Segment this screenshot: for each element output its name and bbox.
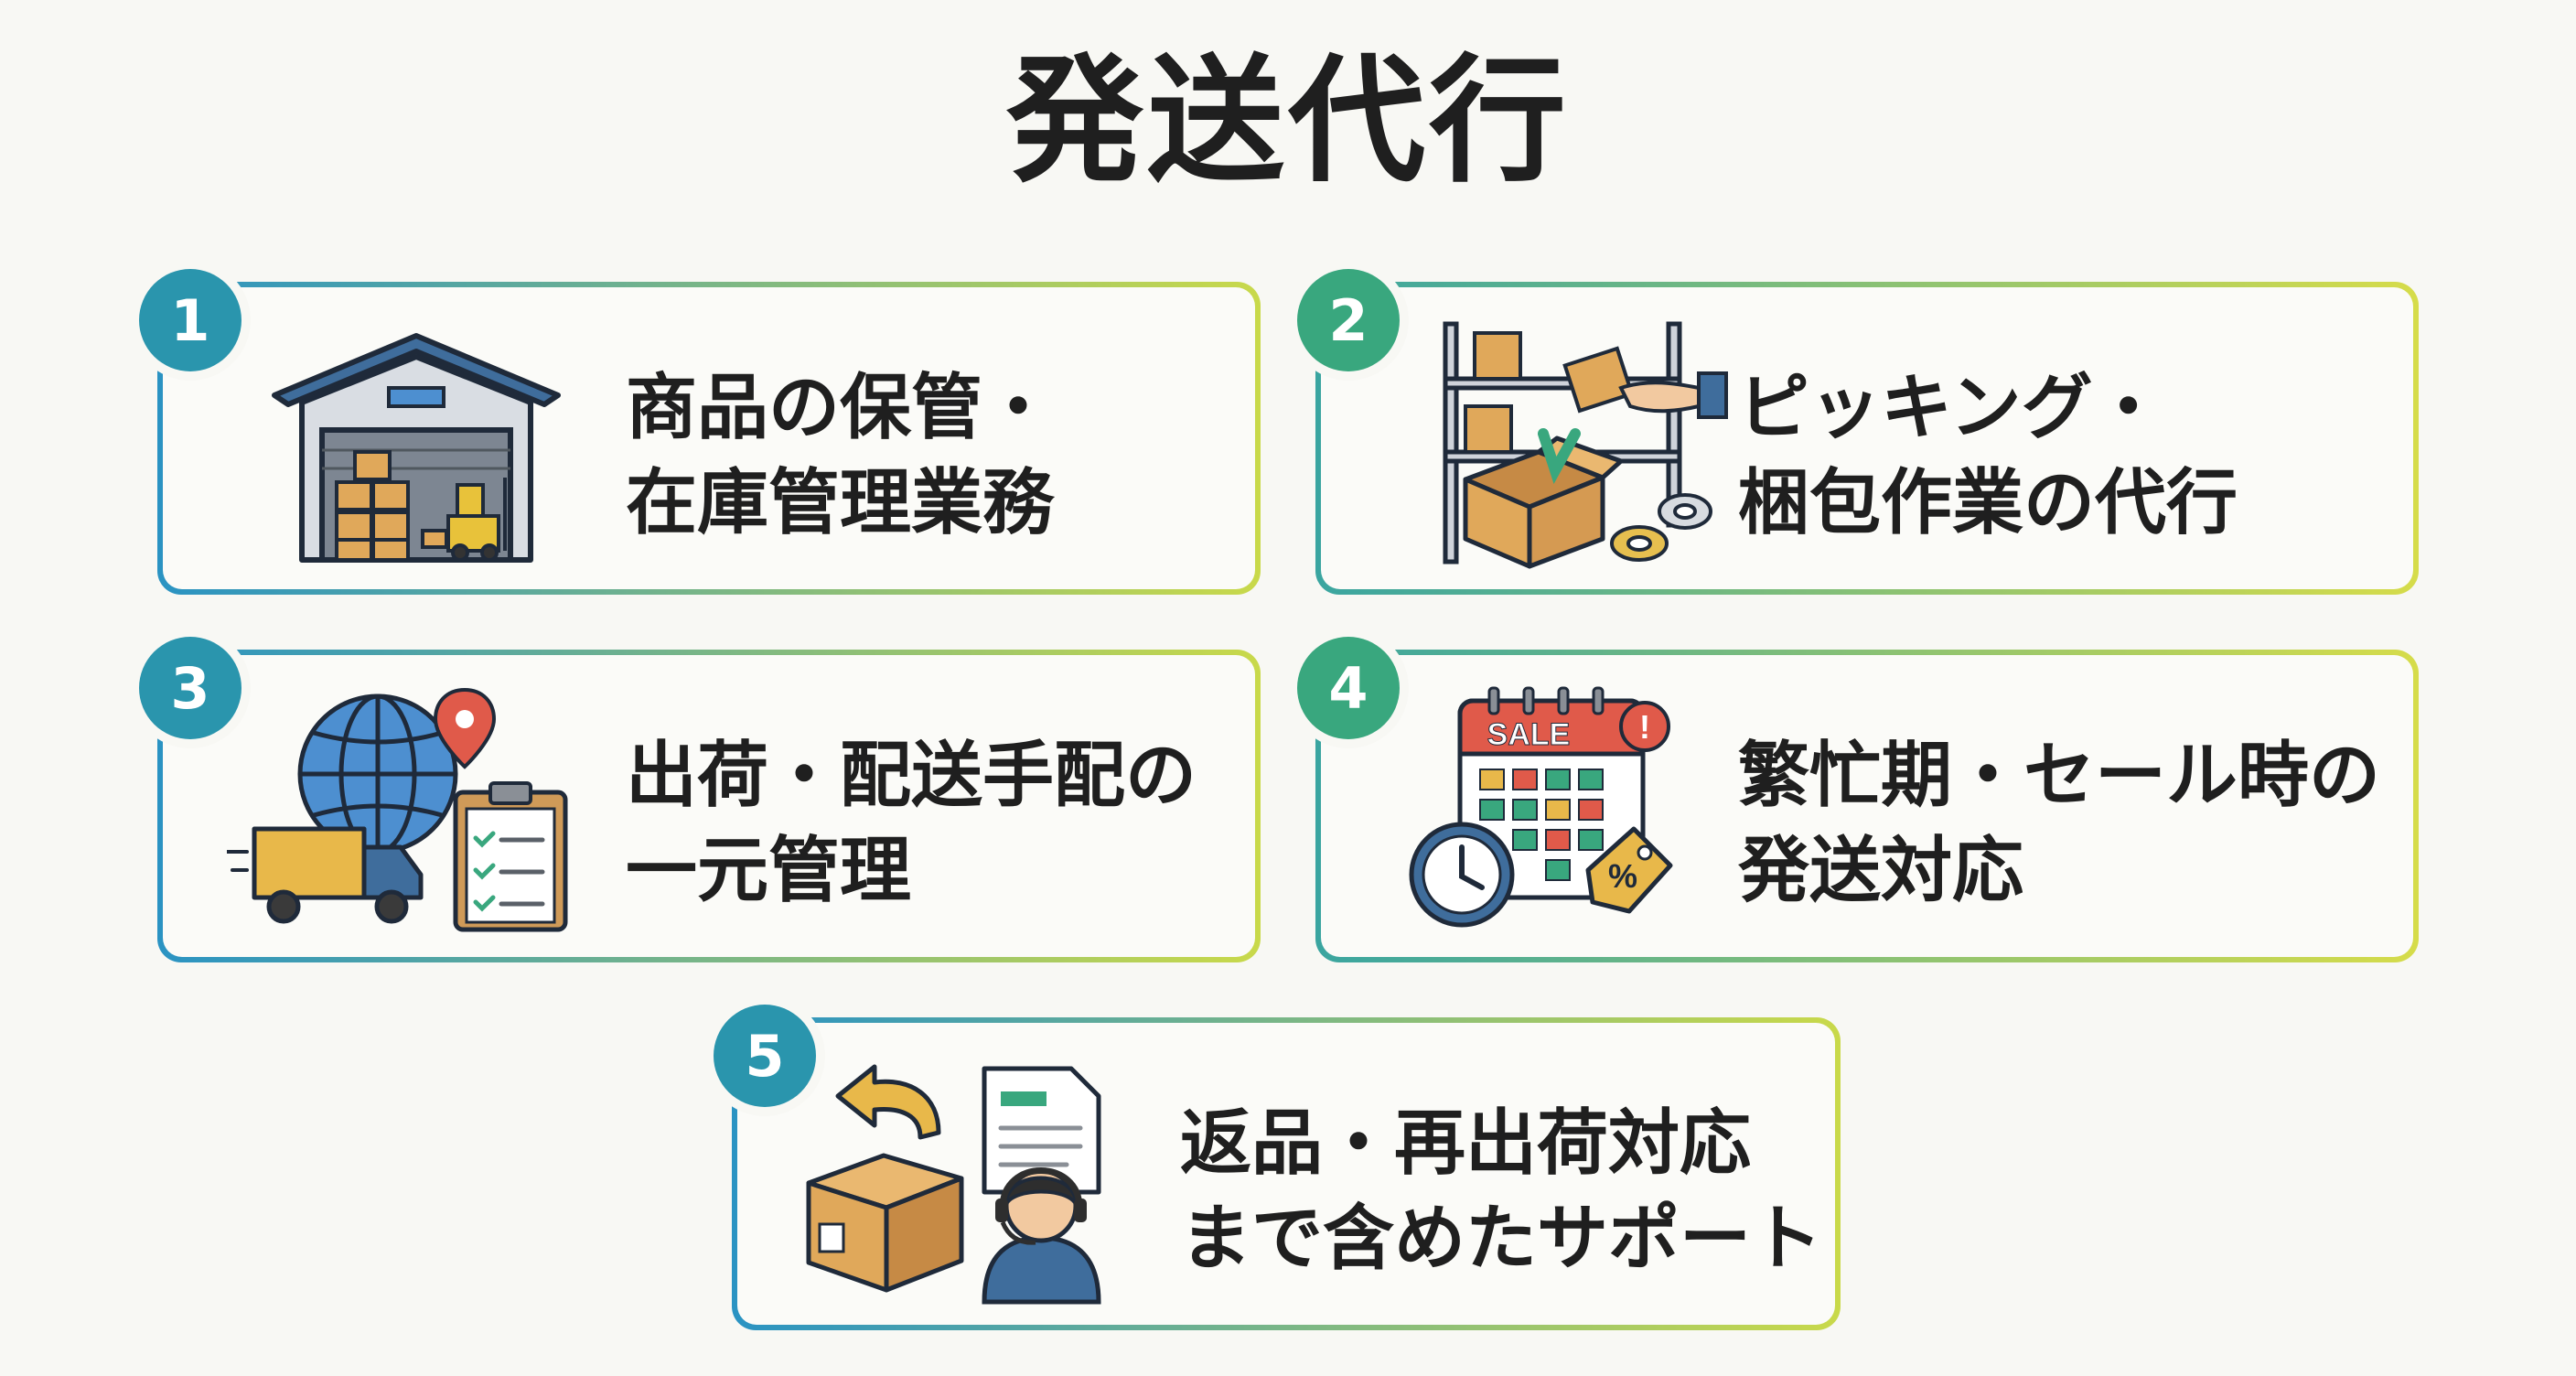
card-1-line2: 在庫管理業務: [626, 462, 1055, 544]
packing-icon: [1438, 315, 1731, 575]
card-1-line1: 商品の保管・: [626, 367, 1055, 449]
card-5-line1: 返品・再出荷対応: [1180, 1102, 1752, 1185]
card-text-3: 出荷・配送手配の 一元管理: [626, 728, 1197, 919]
shipping-management-icon: [225, 683, 584, 942]
card-3-line1: 出荷・配送手配の: [626, 735, 1197, 817]
page-title: 発送代行: [1005, 42, 1570, 201]
service-card-5: 返品・再出荷対応 まで含めたサポート: [732, 1017, 1841, 1330]
card-5-line2: まで含めたサポート: [1180, 1198, 1823, 1280]
card-2-line2: 梱包作業の代行: [1738, 462, 2238, 544]
svg-text:!: !: [1639, 708, 1650, 746]
card-text-2: ピッキング・ 梱包作業の代行: [1738, 360, 2238, 551]
calendar-sale-label: SALE: [1487, 717, 1571, 752]
card-4-line2: 発送対応: [1738, 830, 2024, 912]
warehouse-icon: [265, 322, 567, 573]
card-2-line1: ピッキング・: [1738, 367, 2164, 449]
card-4-line1: 繁忙期・セール時の: [1738, 735, 2381, 817]
service-card-4: SALE ! % 繁忙期・セール時の: [1315, 650, 2419, 962]
number-badge-5: 5: [714, 1005, 816, 1107]
card-3-line2: 一元管理: [626, 830, 912, 912]
returns-support-icon: [801, 1050, 1131, 1310]
sale-calendar-icon: SALE ! %: [1405, 683, 1716, 942]
service-card-2: ピッキング・ 梱包作業の代行: [1315, 282, 2419, 595]
service-card-3: 出荷・配送手配の 一元管理: [157, 650, 1261, 962]
service-card-1: 商品の保管・ 在庫管理業務: [157, 282, 1261, 595]
card-text-4: 繁忙期・セール時の 発送対応: [1738, 728, 2380, 919]
tag-percent-label: %: [1608, 857, 1637, 895]
number-badge-1: 1: [139, 269, 242, 371]
number-badge-4: 4: [1297, 637, 1400, 739]
number-badge-3: 3: [139, 637, 242, 739]
card-text-5: 返品・再出荷対応 まで含めたサポート: [1180, 1096, 1822, 1286]
card-text-1: 商品の保管・ 在庫管理業務: [626, 360, 1054, 551]
number-badge-2: 2: [1297, 269, 1400, 371]
